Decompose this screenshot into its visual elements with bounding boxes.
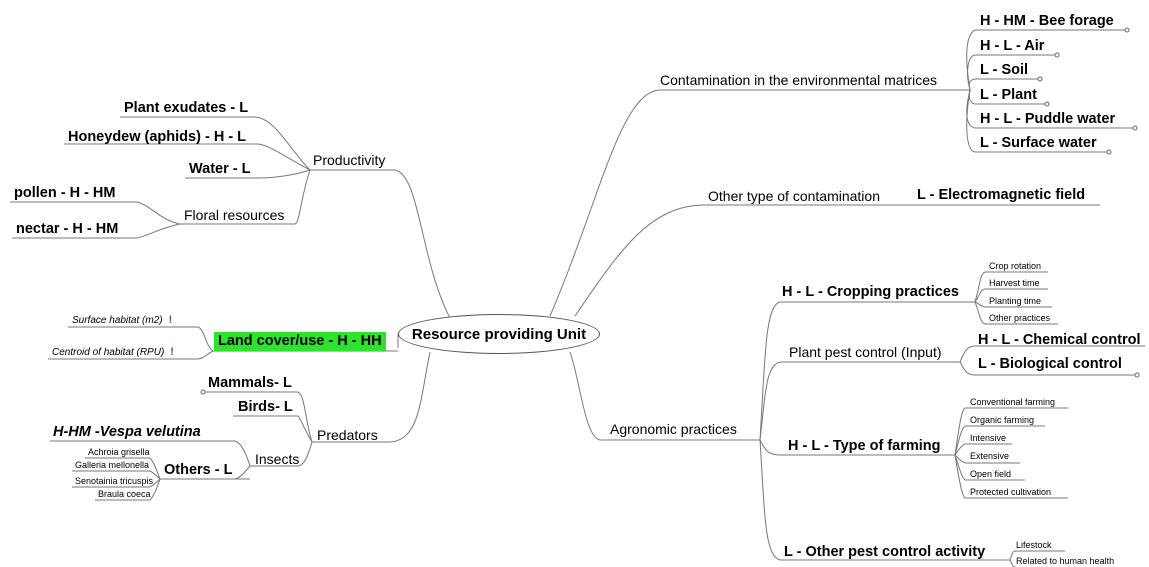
node-plant-pest-control[interactable]: Plant pest control (Input)	[789, 344, 942, 360]
node-crop-rotation[interactable]: Crop rotation	[989, 261, 1042, 271]
node-senotainia[interactable]: Senotainia tricuspis	[75, 476, 154, 486]
node-land-cover[interactable]: Land cover/use - H - HH	[214, 332, 386, 351]
node-intensive[interactable]: Intensive	[970, 433, 1007, 443]
node-planting-time[interactable]: Planting time	[989, 296, 1042, 306]
node-agronomic-practices[interactable]: Agronomic practices	[610, 421, 737, 437]
node-productivity[interactable]: Productivity	[313, 152, 386, 168]
node-surface-habitat-label: Surface habitat (m2)	[72, 315, 163, 326]
node-other-pest-control-activity[interactable]: L - Other pest control activity	[784, 544, 986, 560]
node-plant-exudates[interactable]: Plant exudates - L	[124, 100, 249, 116]
node-nectar[interactable]: nectar - H - HM	[16, 221, 119, 237]
node-surface-habitat[interactable]: Surface habitat (m2)!	[72, 315, 172, 326]
node-surface-water[interactable]: L - Surface water	[980, 135, 1097, 151]
exclamation-icon: !	[168, 314, 173, 326]
node-other-practices[interactable]: Other practices	[989, 313, 1051, 323]
node-cropping-practices[interactable]: H - L - Cropping practices	[782, 284, 959, 300]
node-insects[interactable]: Insects	[255, 451, 300, 467]
node-honeydew[interactable]: Honeydew (aphids) - H - L	[68, 129, 247, 145]
exclamation-icon: !	[170, 346, 174, 358]
node-plant[interactable]: L - Plant	[980, 87, 1037, 103]
node-puddle-water[interactable]: H - L - Puddle water	[980, 111, 1116, 127]
node-vespa-velutina[interactable]: H-HM -Vespa velutina	[53, 424, 201, 440]
node-mammals[interactable]: Mammals- L	[208, 375, 292, 391]
node-contamination[interactable]: Contamination in the environmental matri…	[660, 72, 938, 88]
node-predators[interactable]: Predators	[317, 427, 378, 443]
node-other-contamination[interactable]: Other type of contamination	[708, 188, 880, 204]
node-biological-control[interactable]: L - Biological control	[978, 356, 1122, 372]
node-harvest-time[interactable]: Harvest time	[989, 278, 1040, 288]
node-extensive[interactable]: Extensive	[970, 451, 1010, 461]
node-organic-farming[interactable]: Organic farming	[970, 415, 1035, 425]
node-floral-resources[interactable]: Floral resources	[184, 207, 285, 223]
node-conventional-farming[interactable]: Conventional farming	[970, 397, 1056, 407]
node-open-field[interactable]: Open field	[970, 469, 1012, 479]
node-air[interactable]: H - L - Air	[980, 38, 1045, 54]
node-centroid-habitat-label: Centroid of habitat (RPU)	[52, 347, 165, 358]
node-lifestock[interactable]: Lifestock	[1016, 540, 1052, 550]
node-others[interactable]: Others - L	[164, 462, 233, 478]
node-human-health[interactable]: Related to human health	[1016, 556, 1115, 566]
node-chemical-control[interactable]: H - L - Chemical control	[978, 332, 1141, 348]
node-centroid-habitat[interactable]: Centroid of habitat (RPU)!	[52, 347, 174, 358]
node-soil[interactable]: L - Soil	[980, 62, 1029, 78]
node-type-of-farming[interactable]: H - L - Type of farming	[788, 438, 941, 454]
node-birds[interactable]: Birds- L	[238, 399, 293, 415]
central-node[interactable]: Resource providing Unit	[398, 314, 600, 354]
node-galleria[interactable]: Galleria mellonella	[75, 460, 150, 470]
node-bee-forage[interactable]: H - HM - Bee forage	[980, 13, 1114, 29]
node-achroia[interactable]: Achroia grisella	[88, 447, 150, 457]
node-electromagnetic-field[interactable]: L - Electromagnetic field	[917, 187, 1086, 203]
node-pollen[interactable]: pollen - H - HM	[14, 185, 116, 201]
node-braula[interactable]: Braula coeca	[98, 489, 151, 499]
node-protected-cultivation[interactable]: Protected cultivation	[970, 487, 1052, 497]
node-water[interactable]: Water - L	[189, 161, 251, 177]
